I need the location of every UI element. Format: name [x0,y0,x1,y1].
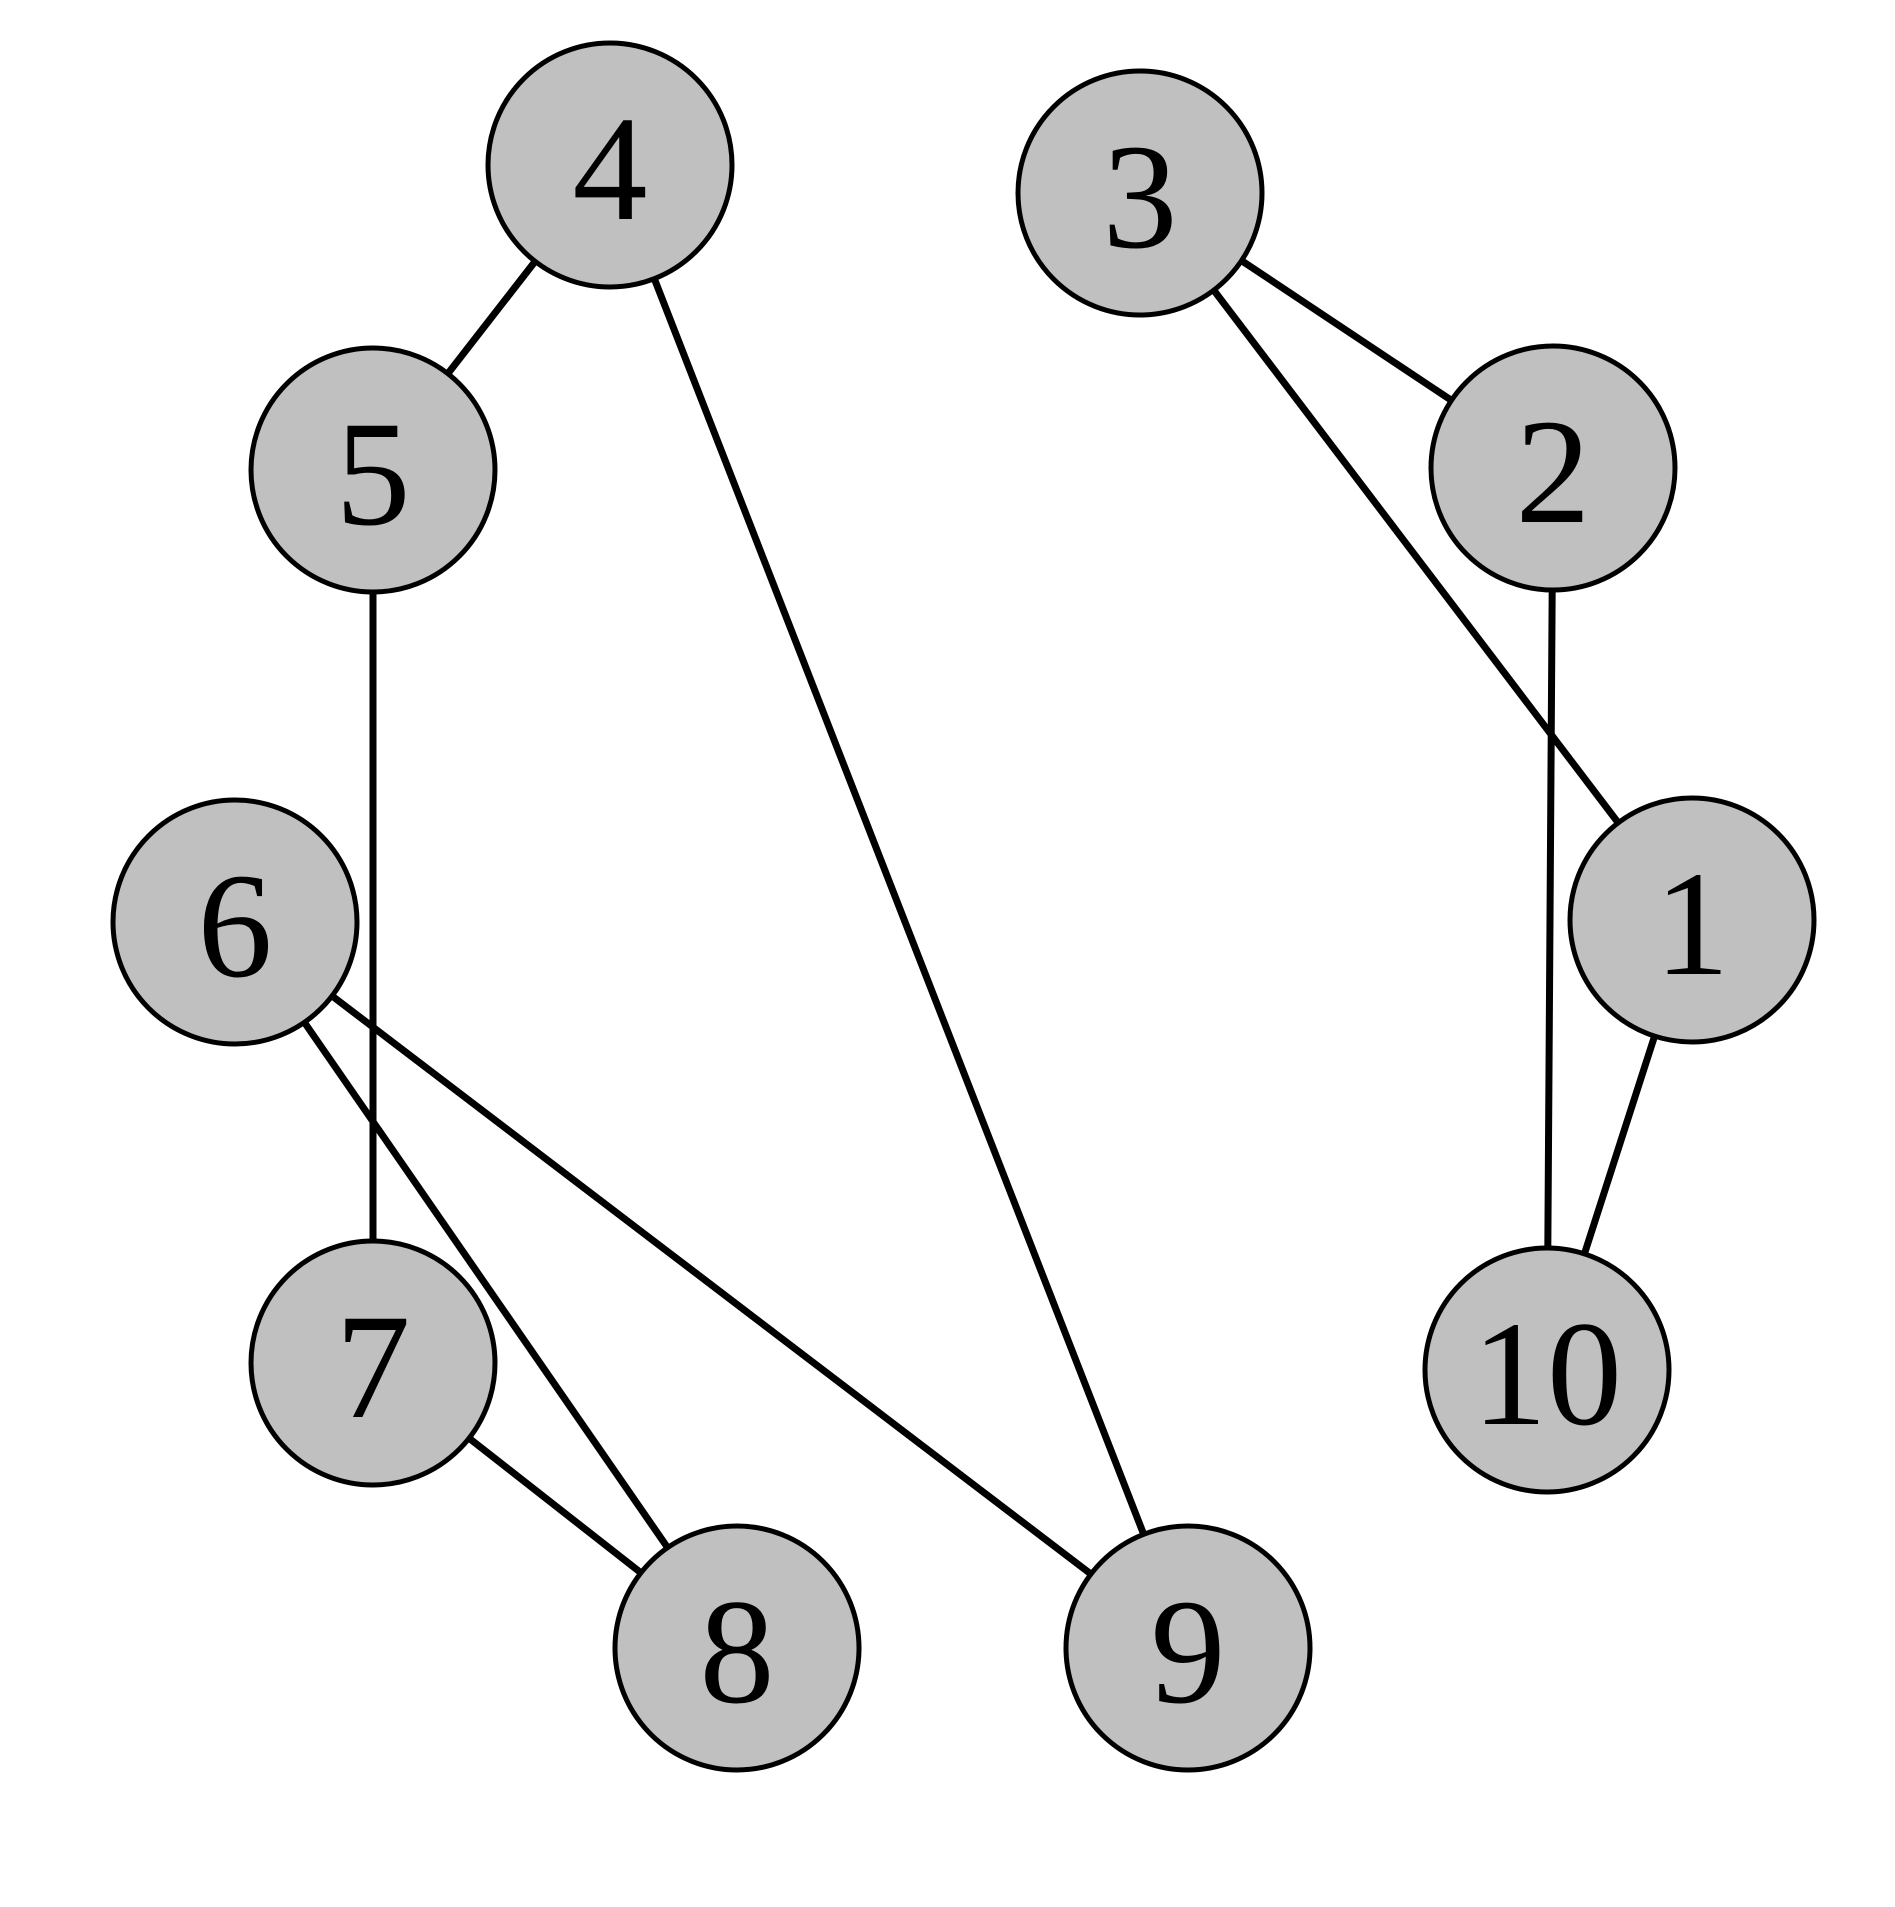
graph-node-label-4: 4 [573,86,648,252]
graph-node-label-6: 6 [198,843,273,1009]
graph-node-label-2: 2 [1516,389,1591,555]
graph-node-label-10: 10 [1472,1291,1622,1457]
graph-edge-4-5 [441,254,542,381]
node-layer: 1 2 3 45 6 7 8 9 10 [110,40,1817,1773]
edge-layer [298,254,1660,1580]
graph-node-circle-8[interactable] [612,1523,862,1773]
graph-node-2[interactable]: 2 [1428,343,1678,593]
graph-edge-6-9 [325,990,1098,1580]
graph-node-circle-7[interactable] [248,1238,498,1488]
graph-node-label-1: 1 [1655,841,1730,1007]
graph-edge-7-8 [462,1432,648,1579]
graph-node-circle-9[interactable] [1063,1523,1313,1773]
graph-node-label-5: 5 [336,391,411,557]
graph-node-circle-6[interactable] [110,797,360,1047]
graph-node-label-3: 3 [1103,114,1178,280]
graph-node-8[interactable]: 8 [612,1523,862,1773]
graph-edge-2-10 [1544,582,1556,1256]
graph-node-3[interactable]: 3 [1015,68,1265,318]
graph-node-circle-1[interactable] [1567,795,1817,1045]
graph-node-4[interactable]: 4 [485,40,735,290]
graph-node-label-8: 8 [700,1569,775,1735]
graph-node-1[interactable]: 1 [1567,795,1817,1045]
graph-edge-4-9 [649,271,1149,1542]
graph-edge-1-10 [1579,1028,1660,1262]
graph-node-10[interactable]: 10 [1422,1245,1672,1495]
graph-node-circle-2[interactable] [1428,343,1678,593]
graph-node-6[interactable]: 6 [110,797,360,1047]
graph-node-circle-10[interactable] [1422,1245,1672,1495]
graph-edge-3-2 [1234,254,1459,407]
graph-node-5[interactable]: 5 [248,345,498,595]
graph-edge-6-8 [298,1015,674,1555]
graph-node-label-9: 9 [1151,1569,1226,1735]
graph-node-circle-5[interactable] [248,345,498,595]
graph-node-label-7: 7 [336,1284,411,1450]
graph-node-9[interactable]: 9 [1063,1523,1313,1773]
graph-node-circle-4[interactable] [485,40,735,290]
graph-node-7[interactable]: 7 [248,1238,498,1488]
graph-node-circle-3[interactable] [1015,68,1265,318]
